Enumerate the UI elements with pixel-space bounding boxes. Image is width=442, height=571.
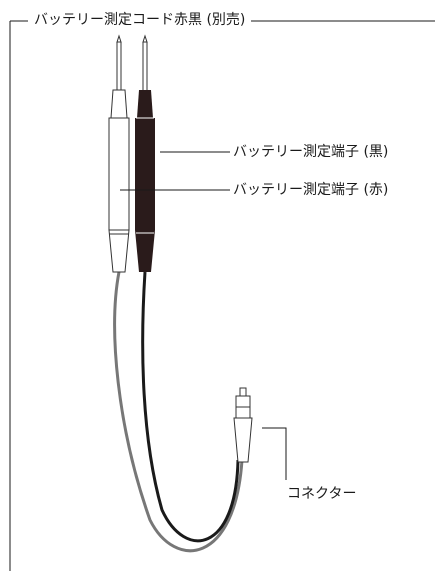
black-probe-needle (142, 34, 148, 90)
label-red-terminal: バッテリー測定端子 (赤) (233, 181, 389, 199)
grey-cable (113, 271, 244, 553)
connector (233, 387, 253, 463)
leader-connector (262, 427, 287, 480)
red-probe-body (108, 89, 130, 273)
label-black-terminal: バッテリー測定端子 (黒) (233, 143, 389, 161)
diagram-title: バッテリー測定コード赤黒 (別売) (28, 11, 252, 29)
black-probe-body (135, 90, 155, 272)
black-cable (141, 271, 240, 543)
red-probe-needle (116, 34, 122, 90)
label-connector: コネクター (287, 485, 357, 503)
